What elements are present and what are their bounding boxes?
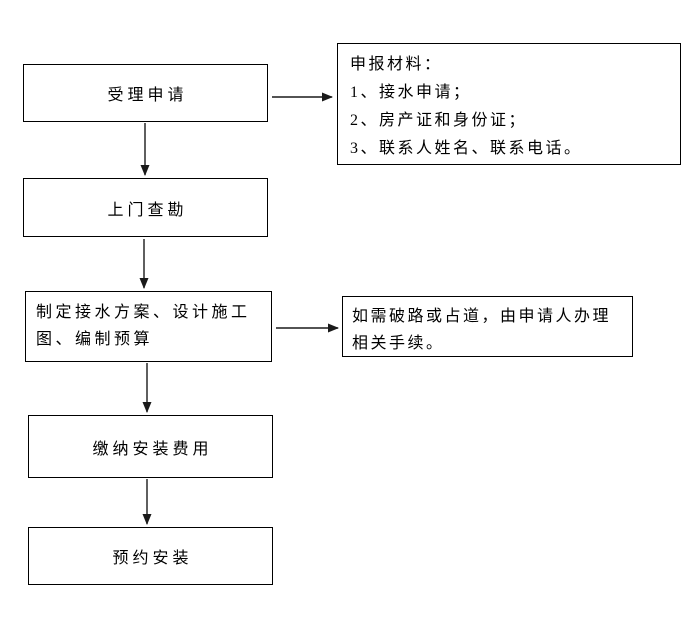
node-road-occupation-note: 如需破路或占道，由申请人办理相关手续。	[342, 296, 633, 357]
node-book-installation: 预约安装	[28, 527, 273, 585]
node-onsite-survey-label: 上门查勘	[107, 201, 188, 219]
materials-line-3: 3、联系人姓名、联系电话。	[350, 140, 583, 157]
node-plan-design-budget-label: 制定接水方案、设计施工图、编制预算	[36, 304, 251, 348]
node-road-occupation-note-label: 如需破路或占道，由申请人办理相关手续。	[352, 308, 612, 352]
node-pay-installation-fee: 缴纳安装费用	[28, 415, 273, 478]
node-application-materials: 申报材料： 1、接水申请； 2、房产证和身份证； 3、联系人姓名、联系电话。	[337, 43, 681, 165]
materials-line-1: 1、接水申请；	[350, 84, 472, 101]
node-accept-application: 受理申请	[23, 64, 268, 122]
materials-line-title: 申报材料：	[350, 56, 443, 73]
node-accept-application-label: 受理申请	[107, 87, 188, 104]
node-onsite-survey: 上门查勘	[23, 178, 268, 237]
node-pay-installation-fee-label: 缴纳安装费用	[92, 440, 213, 458]
node-plan-design-budget: 制定接水方案、设计施工图、编制预算	[25, 291, 272, 362]
node-book-installation-label: 预约安装	[112, 550, 193, 567]
materials-line-2: 2、房产证和身份证；	[350, 112, 528, 129]
